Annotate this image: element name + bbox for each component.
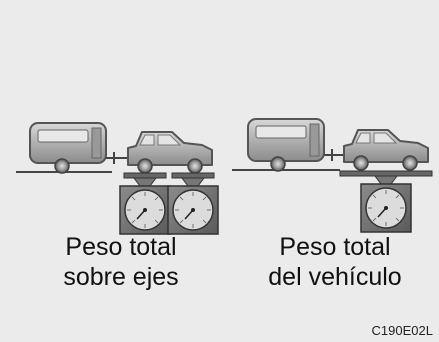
trailer [29,122,107,174]
scale-gauge [167,177,219,235]
right-panel [232,118,433,233]
car [127,131,213,174]
caption-line: sobre ejes [63,263,179,291]
scale-platform [171,172,215,179]
scale-gauge [119,177,171,235]
car [343,129,429,171]
trailer [247,118,325,172]
caption-line: Peso total [65,233,177,261]
caption-line: Peso total [279,233,391,261]
scale-platform [123,172,167,179]
left-panel [16,122,219,235]
figure-code: C190E02L [371,323,433,338]
scale-platform [339,170,433,177]
scale-gauge [360,175,412,233]
caption-line: del vehículo [268,263,402,291]
